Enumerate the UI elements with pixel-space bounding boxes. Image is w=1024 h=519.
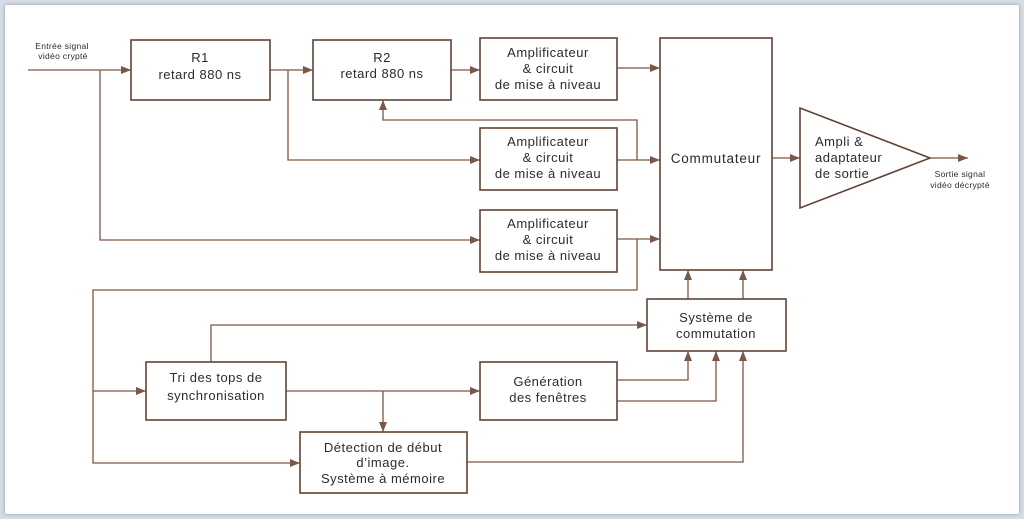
block-commutateur-box [659,37,773,271]
block-systeme-commutation-line-2: commutation [676,326,756,341]
connector-detection-to-systeme [467,351,747,463]
output-label-line-1: Sortie signal [935,169,986,179]
block-commutateur-label: Commutateur [671,151,762,166]
block-r1-box [130,39,271,101]
block-amp1-box [479,37,618,101]
connector-generation-to-systeme-2 [617,351,720,402]
block-amp3-box [479,209,618,273]
block-r1-line-2: retard 880 ns [158,67,241,82]
block-r2-box [312,39,452,101]
block-amp2-line-2: & circuit [523,150,574,165]
block-amp3-line-3: de mise à niveau [495,248,601,263]
input-label: Entrée signal vidéo crypté [35,41,89,61]
input-label-line-2: vidéo crypté [38,51,87,61]
connectors [28,64,968,467]
connector-amp3-to-detection [92,239,638,467]
block-tri-tops-box [145,361,287,421]
block-tri-tops-line-2: synchronisation [167,388,265,403]
block-amp2: Amplificateur & circuit de mise à niveau [479,127,618,191]
block-detection-image-line-2: d’image. [356,455,409,470]
block-amp1-line-2: & circuit [523,61,574,76]
block-generation-fenetres-line-2: des fenêtres [509,390,587,405]
block-ampli-sortie-line-3: de sortie [815,166,869,181]
block-amp2-line-3: de mise à niveau [495,166,601,181]
block-r2-line-2: retard 880 ns [340,66,423,81]
block-r1: R1 retard 880 ns [130,39,271,101]
block-tri-tops: Tri des tops de synchronisation [145,361,287,421]
block-amp1-line-3: de mise à niveau [495,77,601,92]
connector-r1-to-amp2 [287,70,480,164]
input-label-line-1: Entrée signal [35,41,89,51]
block-amp3: Amplificateur & circuit de mise à niveau [479,209,618,273]
block-amp1: Amplificateur & circuit de mise à niveau [479,37,618,101]
block-amp2-line-1: Amplificateur [507,134,589,149]
block-amp2-box [479,127,618,191]
block-amp1-line-1: Amplificateur [507,45,589,60]
block-detection-image-line-3: Système à mémoire [321,471,445,486]
connector-generation-to-systeme-1 [617,351,692,381]
block-commutateur: Commutateur [659,37,773,271]
block-r2-line-1: R2 [373,50,391,65]
connector-input-to-amp3 [99,70,480,244]
block-ampli-sortie-line-2: adaptateur [815,150,882,165]
block-generation-fenetres-line-1: Génération [513,374,582,389]
block-amp3-line-2: & circuit [523,232,574,247]
block-generation-fenetres-box [479,361,618,421]
block-systeme-commutation-line-1: Système de [679,310,753,325]
block-detection-image: Détection de début d’image. Système à mé… [299,431,468,494]
connector-feedback-to-r2 [379,100,638,160]
block-systeme-commutation: Système de commutation [646,298,787,352]
connector-tri-to-systeme [210,321,647,362]
block-ampli-sortie: Ampli & adaptateur de sortie [799,106,933,210]
output-label: Sortie signal vidéo décrypté [930,169,989,190]
block-ampli-sortie-triangle [799,106,933,210]
block-tri-tops-line-1: Tri des tops de [169,370,262,385]
block-detection-image-line-1: Détection de début [324,440,442,455]
block-systeme-commutation-box [646,298,787,352]
block-ampli-sortie-line-1: Ampli & [815,134,863,149]
block-amp3-line-1: Amplificateur [507,216,589,231]
block-r1-line-1: R1 [191,50,209,65]
block-detection-image-box [299,431,468,494]
block-generation-fenetres: Génération des fenêtres [479,361,618,421]
block-r2: R2 retard 880 ns [312,39,452,101]
output-label-line-2: vidéo décrypté [930,180,989,190]
